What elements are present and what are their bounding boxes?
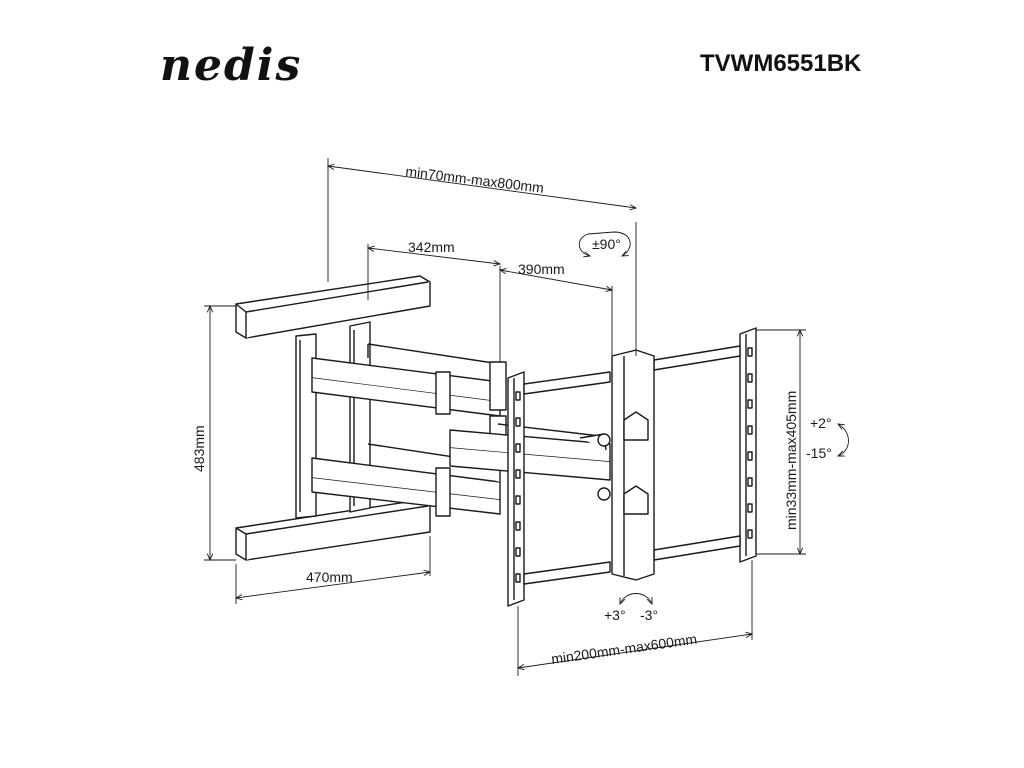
tilt-down-label: -15°: [806, 445, 832, 461]
wall-plate: [235, 275, 431, 561]
tv-bracket-right-rail: [739, 327, 757, 563]
forearm: [449, 423, 611, 481]
tv-bracket-left-rail: [507, 371, 525, 607]
upper-arm: [311, 343, 501, 515]
arm1-length-label: 342mm: [408, 239, 455, 255]
model-number: TVWM6551BK: [700, 50, 862, 77]
brand-logo: nedis: [160, 40, 303, 91]
vesa-horizontal-label: min200mm-max600mm: [550, 631, 698, 667]
tilt-up-label: +2°: [810, 415, 832, 431]
height-label: 483mm: [191, 425, 207, 472]
arm2-length-label: 390mm: [518, 261, 565, 277]
tv-bracket-crossbars: [523, 345, 741, 585]
depth-range-label: min70mm-max800mm: [405, 163, 545, 196]
swivel-angle-label: ±90°: [592, 236, 621, 252]
roll-minus-label: -3°: [640, 607, 658, 623]
vesa-vertical-label: min33mm-max405mm: [783, 391, 799, 530]
center-plate: [597, 349, 655, 581]
width-label: 470mm: [306, 569, 353, 585]
roll-plus-label: +3°: [604, 607, 626, 623]
